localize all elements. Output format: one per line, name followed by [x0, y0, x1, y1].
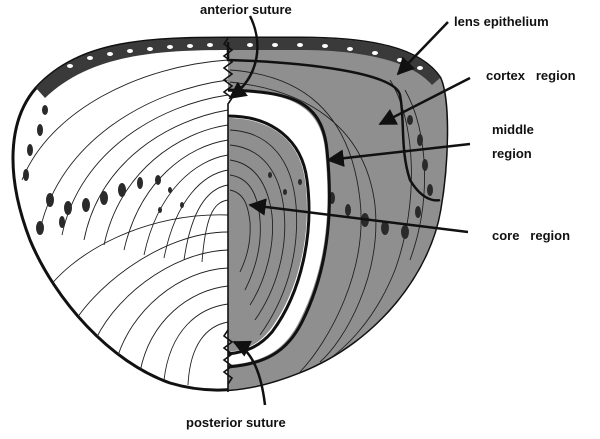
label-middle-region-line2: region	[492, 146, 532, 161]
label-cortex-region: cortex region	[486, 68, 576, 83]
label-lens-epithelium: lens epithelium	[454, 14, 549, 29]
cortex-region-outline	[226, 42, 441, 202]
epithelium-band	[36, 38, 440, 98]
arrow-posterior-suture	[232, 340, 267, 406]
pointer-arrows	[228, 15, 471, 406]
fibre-lines-left	[21, 59, 229, 386]
core-region-outline	[227, 114, 311, 356]
arrow-lens-epithelium	[396, 21, 449, 76]
label-middle-region-line1: middle	[492, 122, 534, 137]
arrow-anterior-suture	[228, 15, 259, 100]
label-posterior-suture: posterior suture	[186, 415, 286, 430]
label-core-region: core region	[492, 228, 570, 243]
arrow-middle-region	[326, 142, 471, 167]
nuclear-bow	[23, 105, 433, 239]
arrow-cortex-region	[378, 76, 471, 126]
core-region-shape	[228, 118, 307, 352]
arrow-core-region	[248, 198, 469, 234]
label-anterior-suture: anterior suture	[200, 2, 292, 17]
